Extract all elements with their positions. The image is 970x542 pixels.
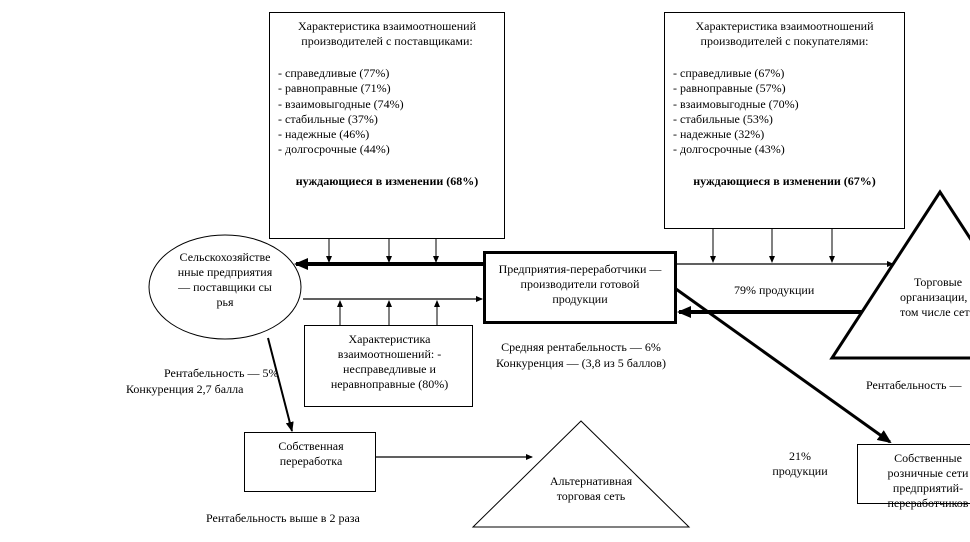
own-processing-node: Собственная переработка	[244, 432, 376, 492]
trade-profitability: Рентабельность —	[866, 378, 962, 392]
arrow-processor-to-own-retail	[675, 287, 892, 444]
arrow-agri-to-own-processing	[267, 337, 294, 432]
buyers-need-change: нуждающиеся в изменении (67%)	[693, 174, 876, 188]
buyers-box-title: Характеристика взаимоотношений производи…	[695, 19, 874, 48]
own-processing-note: Рентабельность выше в 2 раза	[206, 511, 360, 525]
lower-box-label: Характеристика взаимоотношений: - неспра…	[330, 332, 449, 391]
list-item: - равноправные (57%)	[673, 81, 786, 96]
agri-node-shape	[148, 234, 302, 340]
list-item: - надежные (32%)	[673, 127, 765, 142]
producer-supplier-lower-box: Характеристика взаимоотношений: - неспра…	[304, 325, 473, 407]
list-item: - надежные (46%)	[278, 127, 370, 142]
processor-profitability: Средняя рентабельность — 6%	[501, 340, 661, 354]
list-item: - справедливые (77%)	[278, 66, 390, 80]
own-retail-node: Собственные розничные сети предприятий-п…	[857, 444, 970, 510]
list-item: - долгосрочные (44%)	[278, 142, 390, 157]
list-item: - равноправные (71%)	[278, 81, 391, 96]
list-item: - стабильные (37%)	[278, 111, 378, 126]
list-item: - стабильные (53%)	[673, 111, 773, 126]
own-processing-label: Собственная переработка	[278, 439, 344, 468]
suppliers-need-change: нуждающиеся в изменении (68%)	[295, 174, 479, 188]
agri-competition: Конкуренция 2,7 балла	[126, 382, 244, 396]
processor-node-label: Предприятия-переработчики — производител…	[498, 262, 662, 306]
trade-node-label: Торговые организации, в том числе сети	[899, 275, 970, 319]
suppliers-box-title: Характеристика взаимоотношений производи…	[297, 19, 477, 48]
alt-network-shape	[471, 420, 691, 528]
list-item: - взаимовыгодные (74%)	[278, 96, 404, 111]
list-item: - взаимовыгодные (70%)	[673, 96, 799, 111]
suppliers-box-list: - справедливые (77%) - равноправные (71%…	[278, 66, 404, 158]
agri-node-label: Сельскохозяйственные предприятия — поста…	[177, 250, 273, 309]
flow-21-label: 21% продукции	[772, 449, 828, 478]
trade-node-shape	[829, 189, 970, 360]
buyers-box-list: - справедливые (67%) - равноправные (57%…	[673, 66, 799, 158]
alt-network-label: Альтернативная торговая сеть	[549, 474, 633, 503]
processor-node: Предприятия-переработчики — производител…	[483, 251, 677, 324]
agri-profitability: Рентабельность — 5%	[164, 366, 279, 380]
own-retail-label: Собственные розничные сети предприятий-п…	[887, 451, 969, 510]
list-item: - справедливые (67%)	[673, 66, 785, 80]
list-item: - долгосрочные (43%)	[673, 142, 785, 157]
processor-competition: Конкуренция — (3,8 из 5 баллов)	[496, 356, 666, 370]
flow-79-label: 79% продукции	[734, 283, 815, 297]
buyers-relationship-box: Характеристика взаимоотношений производи…	[664, 12, 905, 229]
suppliers-relationship-box: Характеристика взаимоотношений производи…	[269, 12, 505, 239]
